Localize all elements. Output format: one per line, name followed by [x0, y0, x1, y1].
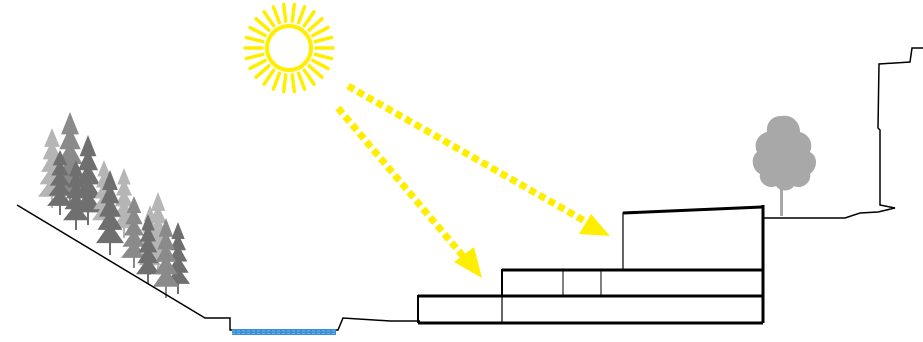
tree-trunk	[165, 286, 167, 298]
tree-crown	[753, 116, 816, 191]
sun-ray	[273, 73, 279, 89]
sun-ray	[292, 75, 294, 92]
sun-ray	[284, 4, 286, 21]
tree-trunk	[75, 220, 77, 231]
tree-trunk	[123, 228, 125, 239]
water-channel-icon	[232, 329, 336, 335]
sun-icon	[245, 4, 333, 91]
sun-ray	[246, 54, 263, 58]
sun-ray	[250, 28, 265, 36]
sun-ray	[273, 7, 279, 23]
sun-ray	[309, 19, 322, 30]
sun-ray	[264, 12, 274, 26]
sun-rays	[245, 4, 333, 91]
conifer-forest	[38, 112, 190, 298]
tree-trunk	[109, 242, 111, 255]
sun-ray	[304, 70, 314, 84]
sun-ray	[264, 70, 274, 84]
sun-ray	[315, 54, 332, 58]
sun-disc	[267, 26, 311, 70]
sun-ray	[250, 61, 265, 69]
tree-trunk	[59, 205, 61, 215]
sun-ray	[315, 37, 332, 41]
tree-trunk	[147, 274, 149, 285]
upper-roof	[623, 207, 762, 213]
sun-ray	[313, 61, 328, 69]
lower-terrace	[418, 296, 502, 323]
sunlight-arrows	[338, 86, 610, 278]
deciduous-tree-icon	[753, 116, 816, 216]
sunlight-arrow-lower	[338, 108, 468, 262]
sun-ray	[246, 37, 263, 41]
sun-ray	[256, 66, 269, 77]
sun-ray	[304, 12, 314, 26]
terrain	[17, 205, 420, 335]
ground-line-left	[17, 205, 420, 330]
sun-ray	[313, 28, 328, 36]
sun-ray	[299, 7, 305, 23]
sun-ray	[309, 66, 322, 77]
sun-ray	[284, 75, 286, 92]
sun-ray	[299, 73, 305, 89]
sunlight-arrow-upper	[348, 86, 590, 224]
middle-terrace	[502, 270, 763, 296]
sun-ray	[292, 4, 294, 21]
tree-trunk	[133, 257, 135, 268]
upper-volume	[623, 207, 763, 270]
sun-ray	[256, 19, 269, 30]
